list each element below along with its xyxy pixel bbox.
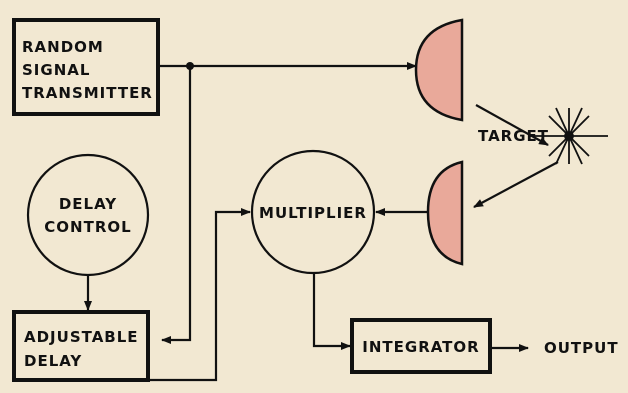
transmitter-label-line-2: SIGNAL bbox=[22, 61, 90, 79]
wire-adjustable-delay-to-multiplier bbox=[148, 208, 251, 382]
junction-dot bbox=[186, 62, 194, 70]
adjustable-delay-block: ADJUSTABLE DELAY bbox=[12, 310, 150, 382]
wire-multiplier-to-integrator bbox=[312, 272, 351, 350]
adjustable-delay-label-line-1: ADJUSTABLE bbox=[24, 328, 139, 346]
receive-antenna-dish bbox=[426, 160, 464, 266]
output-label: OUTPUT bbox=[544, 339, 619, 357]
integrator-block: INTEGRATOR bbox=[350, 318, 492, 374]
delay-control-label-line-1: DELAY bbox=[59, 195, 117, 213]
multiplier-block: MULTIPLIER bbox=[250, 149, 376, 275]
multiplier-label: MULTIPLIER bbox=[259, 204, 367, 222]
random-signal-transmitter-block: RANDOM SIGNAL TRANSMITTER bbox=[12, 18, 160, 116]
signal-wires bbox=[84, 62, 559, 382]
transmitter-label-line-3: TRANSMITTER bbox=[22, 84, 153, 102]
wire-target-to-rx-dish bbox=[473, 161, 559, 208]
transmitter-label-line-1: RANDOM bbox=[22, 38, 104, 56]
delay-control-block: DELAY CONTROL bbox=[26, 153, 150, 277]
integrator-label: INTEGRATOR bbox=[362, 338, 479, 356]
target-starburst-icon bbox=[530, 107, 608, 165]
adjustable-delay-label-line-2: DELAY bbox=[24, 352, 82, 370]
wire-tx-to-adjustable-delay bbox=[161, 66, 192, 344]
delay-control-label-line-2: CONTROL bbox=[44, 218, 131, 236]
transmit-antenna-dish bbox=[414, 18, 464, 122]
wire-tx-dish-to-target bbox=[475, 104, 549, 146]
target-label: TARGET bbox=[478, 127, 549, 145]
